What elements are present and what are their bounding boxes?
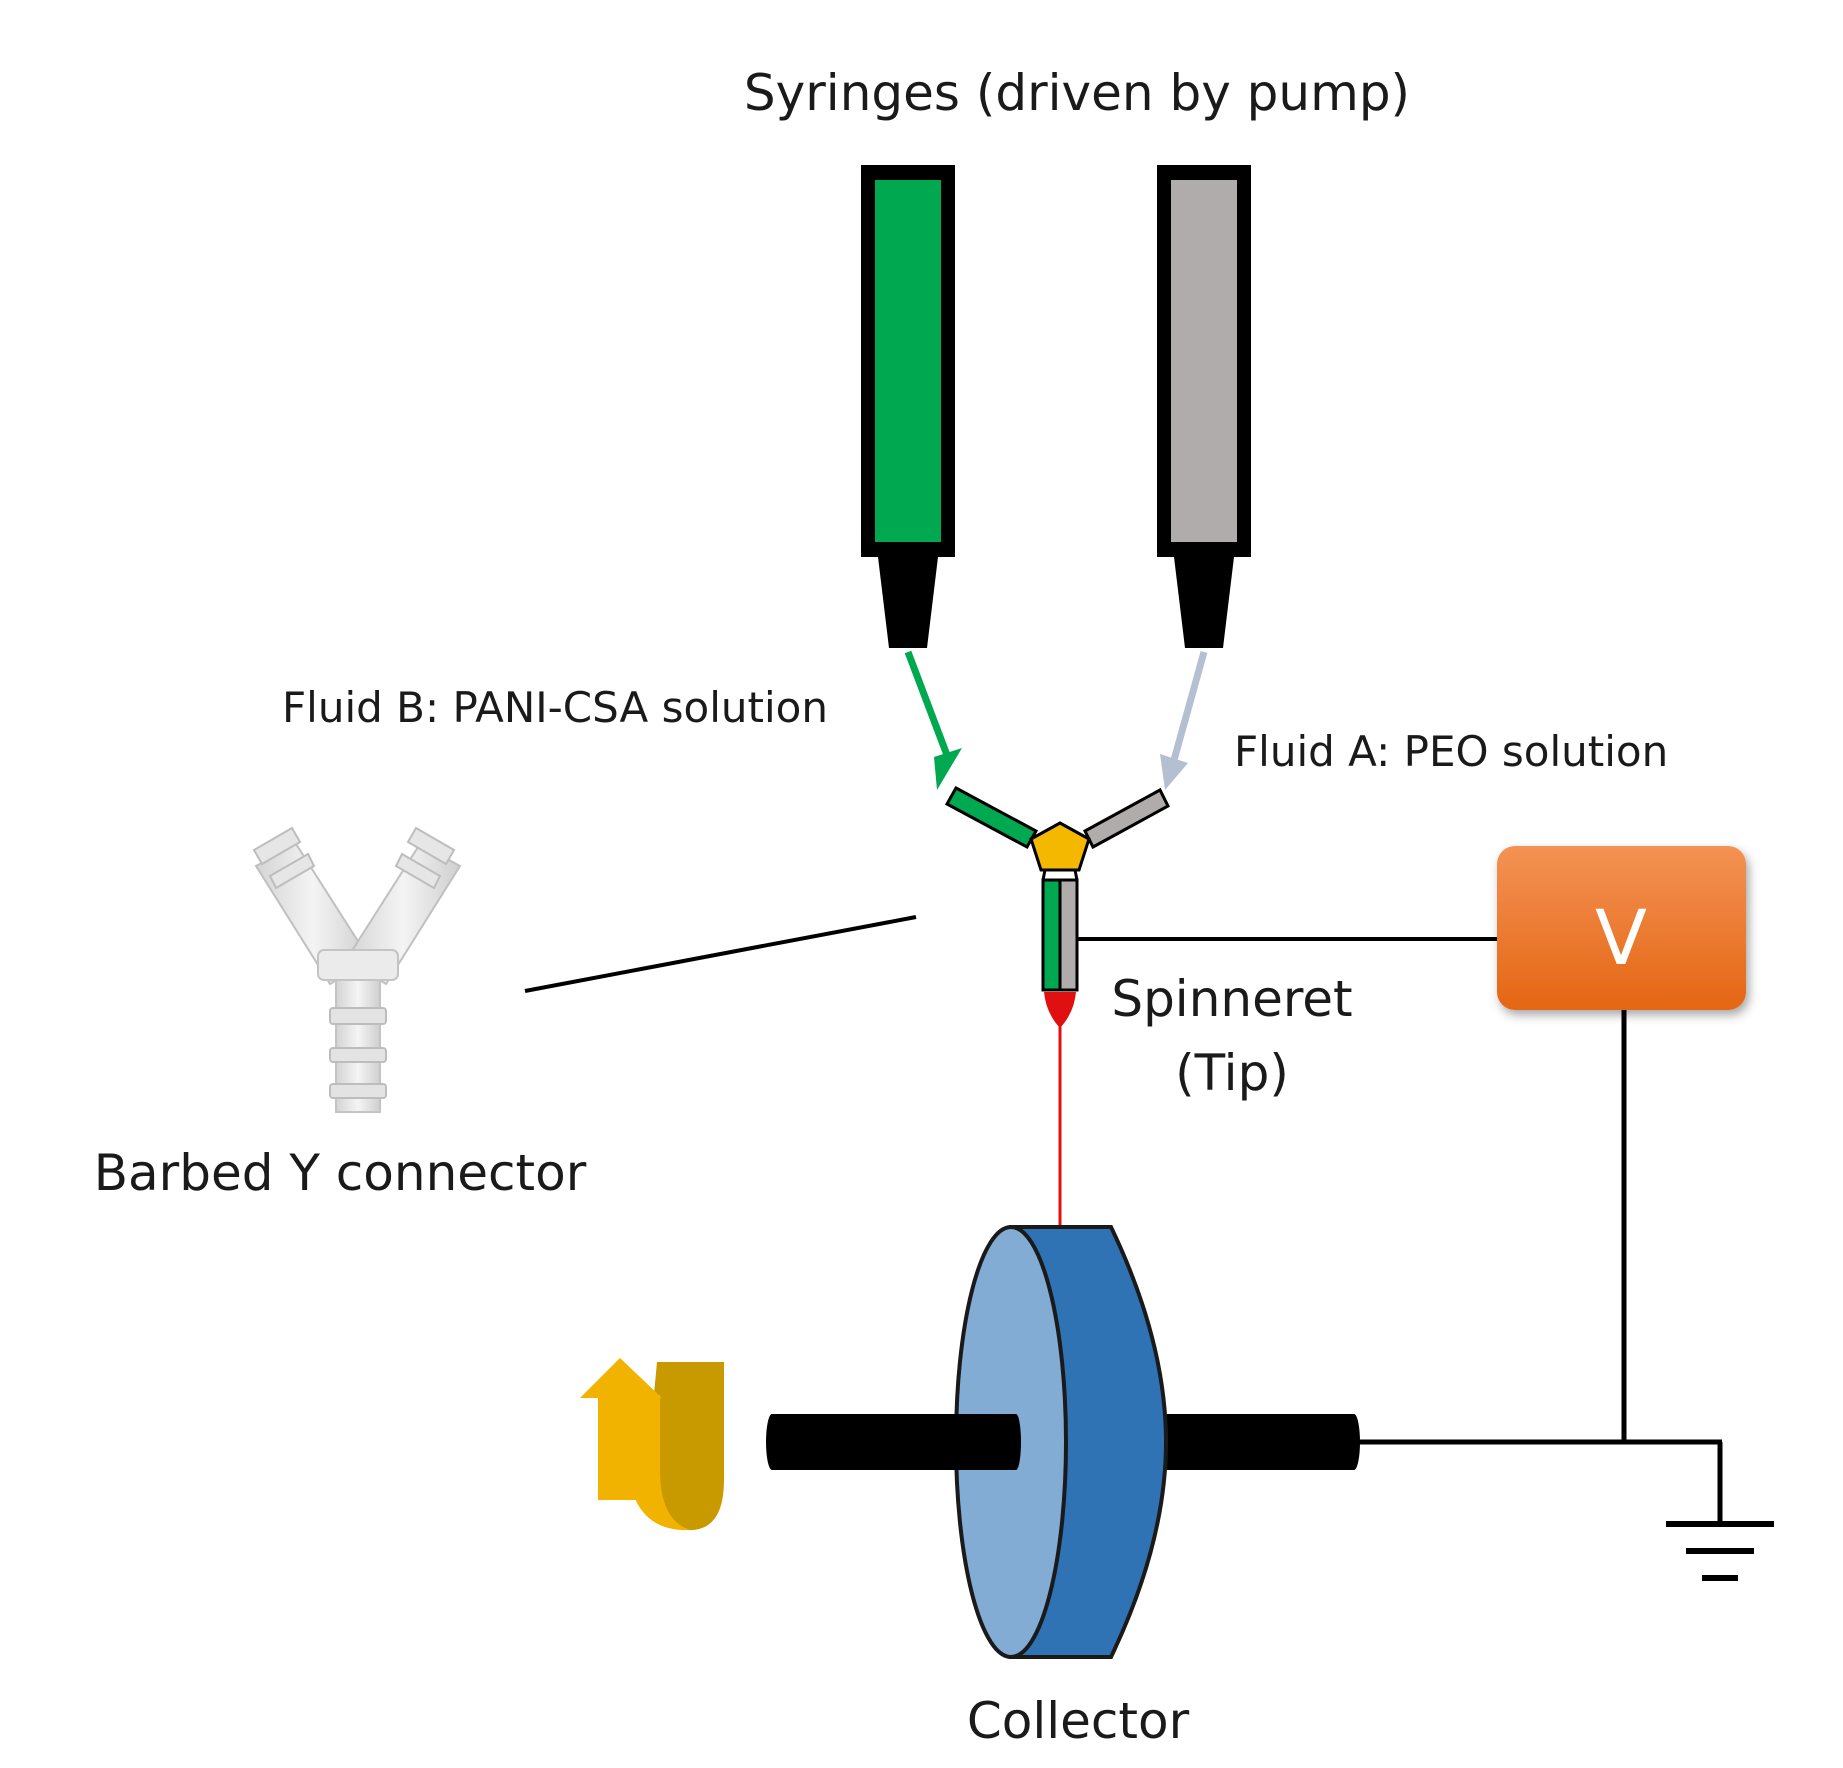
connector-pointer-line [524, 915, 917, 993]
fluid-a-label: Fluid A: PEO solution [1234, 727, 1668, 776]
voltage-label: V [1595, 893, 1647, 982]
spinneret-tip-label: (Tip) [1175, 1044, 1289, 1102]
fluid-a-arrow [1160, 651, 1208, 790]
barbed-connector-label: Barbed Y connector [94, 1144, 587, 1202]
fluid-b-label: Fluid B: PANI-CSA solution [282, 683, 828, 732]
spinneret-label: Spinneret [1111, 970, 1352, 1028]
syringe-fluid-b [861, 165, 955, 648]
collector-drum [766, 1225, 1360, 1659]
voltage-source: V [1497, 846, 1746, 1010]
fluid-b-arrow [904, 650, 962, 790]
rotation-arrow-icon [580, 1358, 724, 1531]
syringes-label: Syringes (driven by pump) [744, 64, 1410, 122]
spinneret-drop [1044, 992, 1076, 1028]
y-connector-photo-icon [252, 826, 462, 1113]
ground-symbol-icon [1666, 1442, 1774, 1581]
y-junction [944, 785, 1170, 992]
collector-label: Collector [967, 1692, 1190, 1750]
syringe-fluid-a [1157, 165, 1251, 648]
